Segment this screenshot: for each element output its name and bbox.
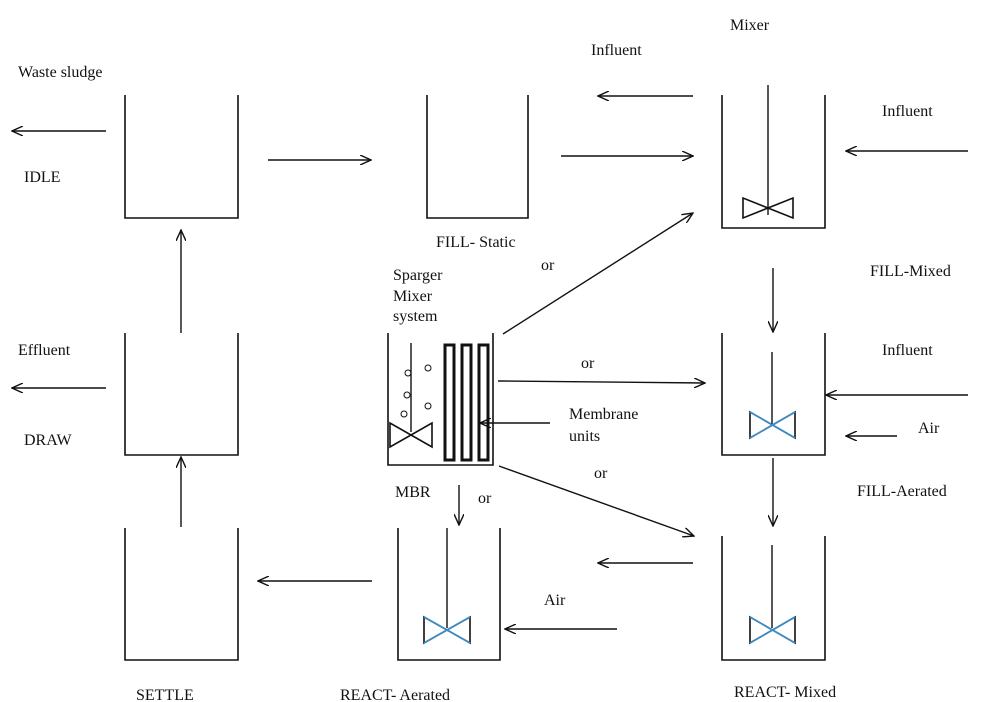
fill-mixed-tank <box>721 95 826 229</box>
mbr-to-fill-mixed-arrow <box>502 213 693 335</box>
membrane-module-icon <box>443 343 456 462</box>
effluent-label: Effluent <box>18 342 71 359</box>
mbr-tank <box>387 333 494 466</box>
draw-label: DRAW <box>24 432 73 449</box>
air-bottom-label: Air <box>544 592 566 609</box>
impeller-blade-accent <box>749 411 796 439</box>
membrane-module-icon <box>460 343 473 462</box>
or-upper-label: or <box>541 257 555 274</box>
fill-mixed-label: FILL-Mixed <box>870 263 951 280</box>
sparger-label-line1: Sparger <box>393 267 443 284</box>
idle-tank <box>124 95 239 219</box>
or-middle-label: or <box>581 355 595 372</box>
influent-top-label: Influent <box>591 42 642 59</box>
draw-tank <box>124 333 239 456</box>
air-bubble-icon <box>400 410 408 418</box>
fill-static-tank <box>426 95 529 219</box>
membrane-units-label-line2: units <box>569 428 600 445</box>
fill-static-label: FILL- Static <box>436 234 516 251</box>
impeller-blade-accent <box>749 616 796 644</box>
react-mixed-tank <box>721 536 826 661</box>
mixer-label: Mixer <box>730 17 770 34</box>
settle-tank <box>124 528 239 661</box>
membrane-module-icon <box>477 343 490 462</box>
sparger-label-line2: Mixer <box>393 288 433 305</box>
impeller-blade-accent <box>423 616 471 644</box>
fill-aerated-label: FILL-Aerated <box>857 483 947 500</box>
membrane-units-label-line1: Membrane <box>569 406 638 423</box>
or-mbr-label: or <box>478 490 492 507</box>
or-lower-label: or <box>594 465 608 482</box>
air-bubble-icon <box>424 402 432 410</box>
bowtie-impeller-icon <box>742 196 794 220</box>
settle-label: SETTLE <box>136 687 194 702</box>
react-aerated-label: REACT- Aerated <box>340 687 450 702</box>
bowtie-impeller-icon <box>389 421 433 449</box>
air-bubble-icon <box>424 364 432 372</box>
idle-label: IDLE <box>24 169 60 186</box>
mbr-to-fill-aerated-arrow <box>497 381 705 383</box>
mbr-to-react-mixed-arrow <box>498 465 694 536</box>
air-bubble-icon <box>404 369 412 377</box>
waste-sludge-label: Waste sludge <box>18 64 102 81</box>
sparger-label-line3: system <box>393 308 438 325</box>
mbr-label: MBR <box>395 484 431 501</box>
influent-right-mid-label: Influent <box>882 342 933 359</box>
air-bubble-icon <box>403 391 411 399</box>
react-aerated-tank <box>397 528 501 661</box>
air-right-label: Air <box>918 420 940 437</box>
fill-aerated-tank <box>721 333 826 456</box>
react-mixed-label: REACT- Mixed <box>734 684 836 701</box>
influent-right-top-label: Influent <box>882 103 933 120</box>
